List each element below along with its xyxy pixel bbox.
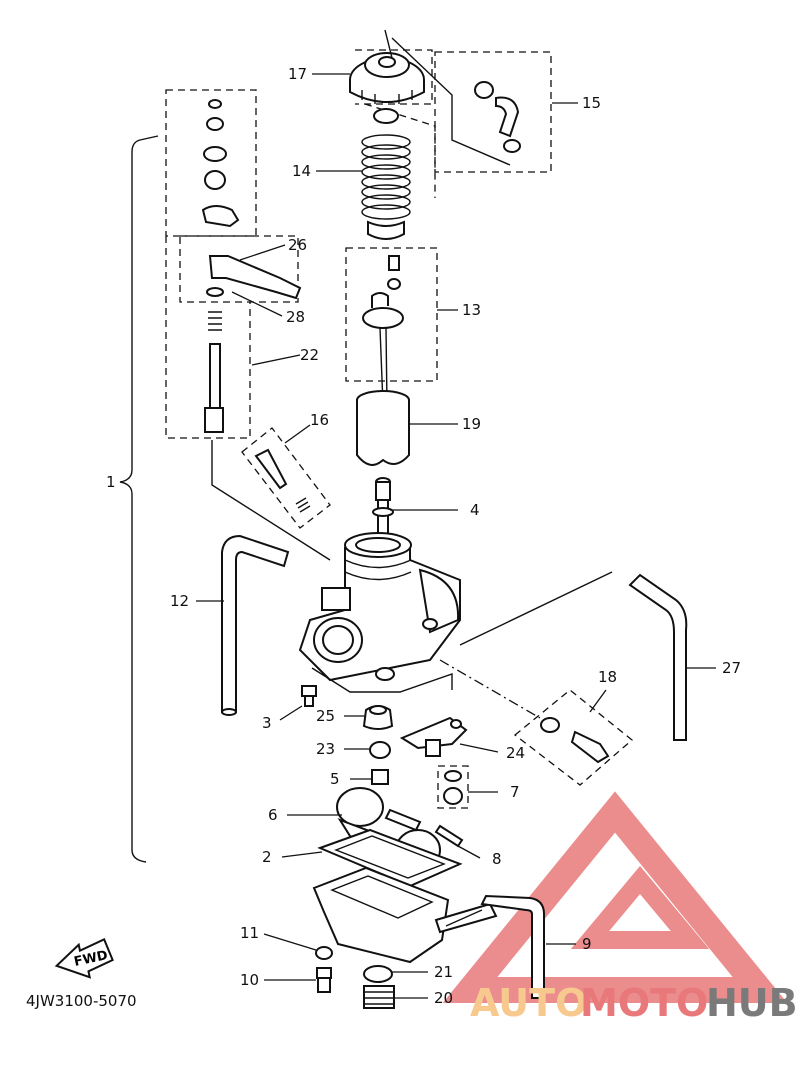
part-20-plug <box>363 985 395 1009</box>
callout-6: 6 <box>268 806 278 824</box>
part-19-throttle-valve <box>356 390 410 466</box>
callout-labels: 1 17 15 14 26 13 28 22 16 19 4 12 27 18 … <box>106 65 741 1007</box>
part-5-nut <box>371 769 389 785</box>
part-16-pilot-screw <box>241 427 331 529</box>
part-22-starter-plunger <box>165 89 331 561</box>
part-21-gasket <box>363 965 393 983</box>
callout-12: 12 <box>170 592 189 610</box>
assembly-bracket <box>119 135 159 863</box>
watermark-auto: AUTO <box>470 981 587 1025</box>
callout-17: 17 <box>288 65 307 83</box>
callout-8: 8 <box>492 850 502 868</box>
part-23-washer <box>369 741 391 759</box>
callout-5: 5 <box>330 770 340 788</box>
leader-lines <box>196 73 716 999</box>
callout-24: 24 <box>506 744 525 762</box>
part-13-needle-assembly <box>345 247 438 406</box>
callout-9: 9 <box>582 935 592 953</box>
part-27-overflow-tube <box>459 571 688 741</box>
callout-2: 2 <box>262 848 272 866</box>
callout-11: 11 <box>240 924 259 942</box>
part-14-spring <box>361 103 436 240</box>
callout-14: 14 <box>292 162 311 180</box>
callout-28: 28 <box>286 308 305 326</box>
part-7-screw-set <box>437 765 469 809</box>
callout-13: 13 <box>462 301 481 319</box>
callout-10: 10 <box>240 971 259 989</box>
callout-22: 22 <box>300 346 319 364</box>
fwd-arrow-icon: FWD <box>54 938 114 979</box>
part-9-drain-tube <box>480 894 545 999</box>
fwd-label: FWD <box>73 948 110 970</box>
part-24-plate <box>399 716 468 757</box>
part-4-needle-jet <box>372 477 394 541</box>
watermark-text: AUTO MOTO HUB <box>470 981 798 1025</box>
watermark-moto: MOTO <box>580 981 708 1025</box>
callout-18: 18 <box>598 668 617 686</box>
callout-15: 15 <box>582 94 601 112</box>
part-12-air-vent-tube <box>221 534 290 716</box>
callout-3: 3 <box>262 714 272 732</box>
callout-27: 27 <box>722 659 741 677</box>
callout-19: 19 <box>462 415 481 433</box>
callout-26: 26 <box>288 236 307 254</box>
carburetor-body <box>298 532 461 682</box>
callout-20: 20 <box>434 989 453 1007</box>
body-leader-outline <box>311 667 453 693</box>
part-11-gasket <box>315 946 333 960</box>
part-17-top-cap <box>349 29 433 105</box>
callout-1: 1 <box>106 473 116 491</box>
callout-25: 25 <box>316 707 335 725</box>
callout-21: 21 <box>434 963 453 981</box>
part-3-screw <box>301 685 317 707</box>
callout-7: 7 <box>510 783 520 801</box>
part-8-pin <box>434 824 464 848</box>
watermark-logo <box>442 791 788 1003</box>
callout-4: 4 <box>470 501 480 519</box>
part-10-drain-screw <box>316 967 332 993</box>
callout-16: 16 <box>310 411 329 429</box>
callout-23: 23 <box>316 740 335 758</box>
part-15-elbow-fitting <box>391 37 552 173</box>
part-25-bushing <box>362 705 394 730</box>
watermark-hub: HUB <box>706 981 798 1025</box>
part-18-throttle-stop-screw <box>439 659 634 786</box>
diagram-code: 4JW3100-5070 <box>26 992 137 1010</box>
